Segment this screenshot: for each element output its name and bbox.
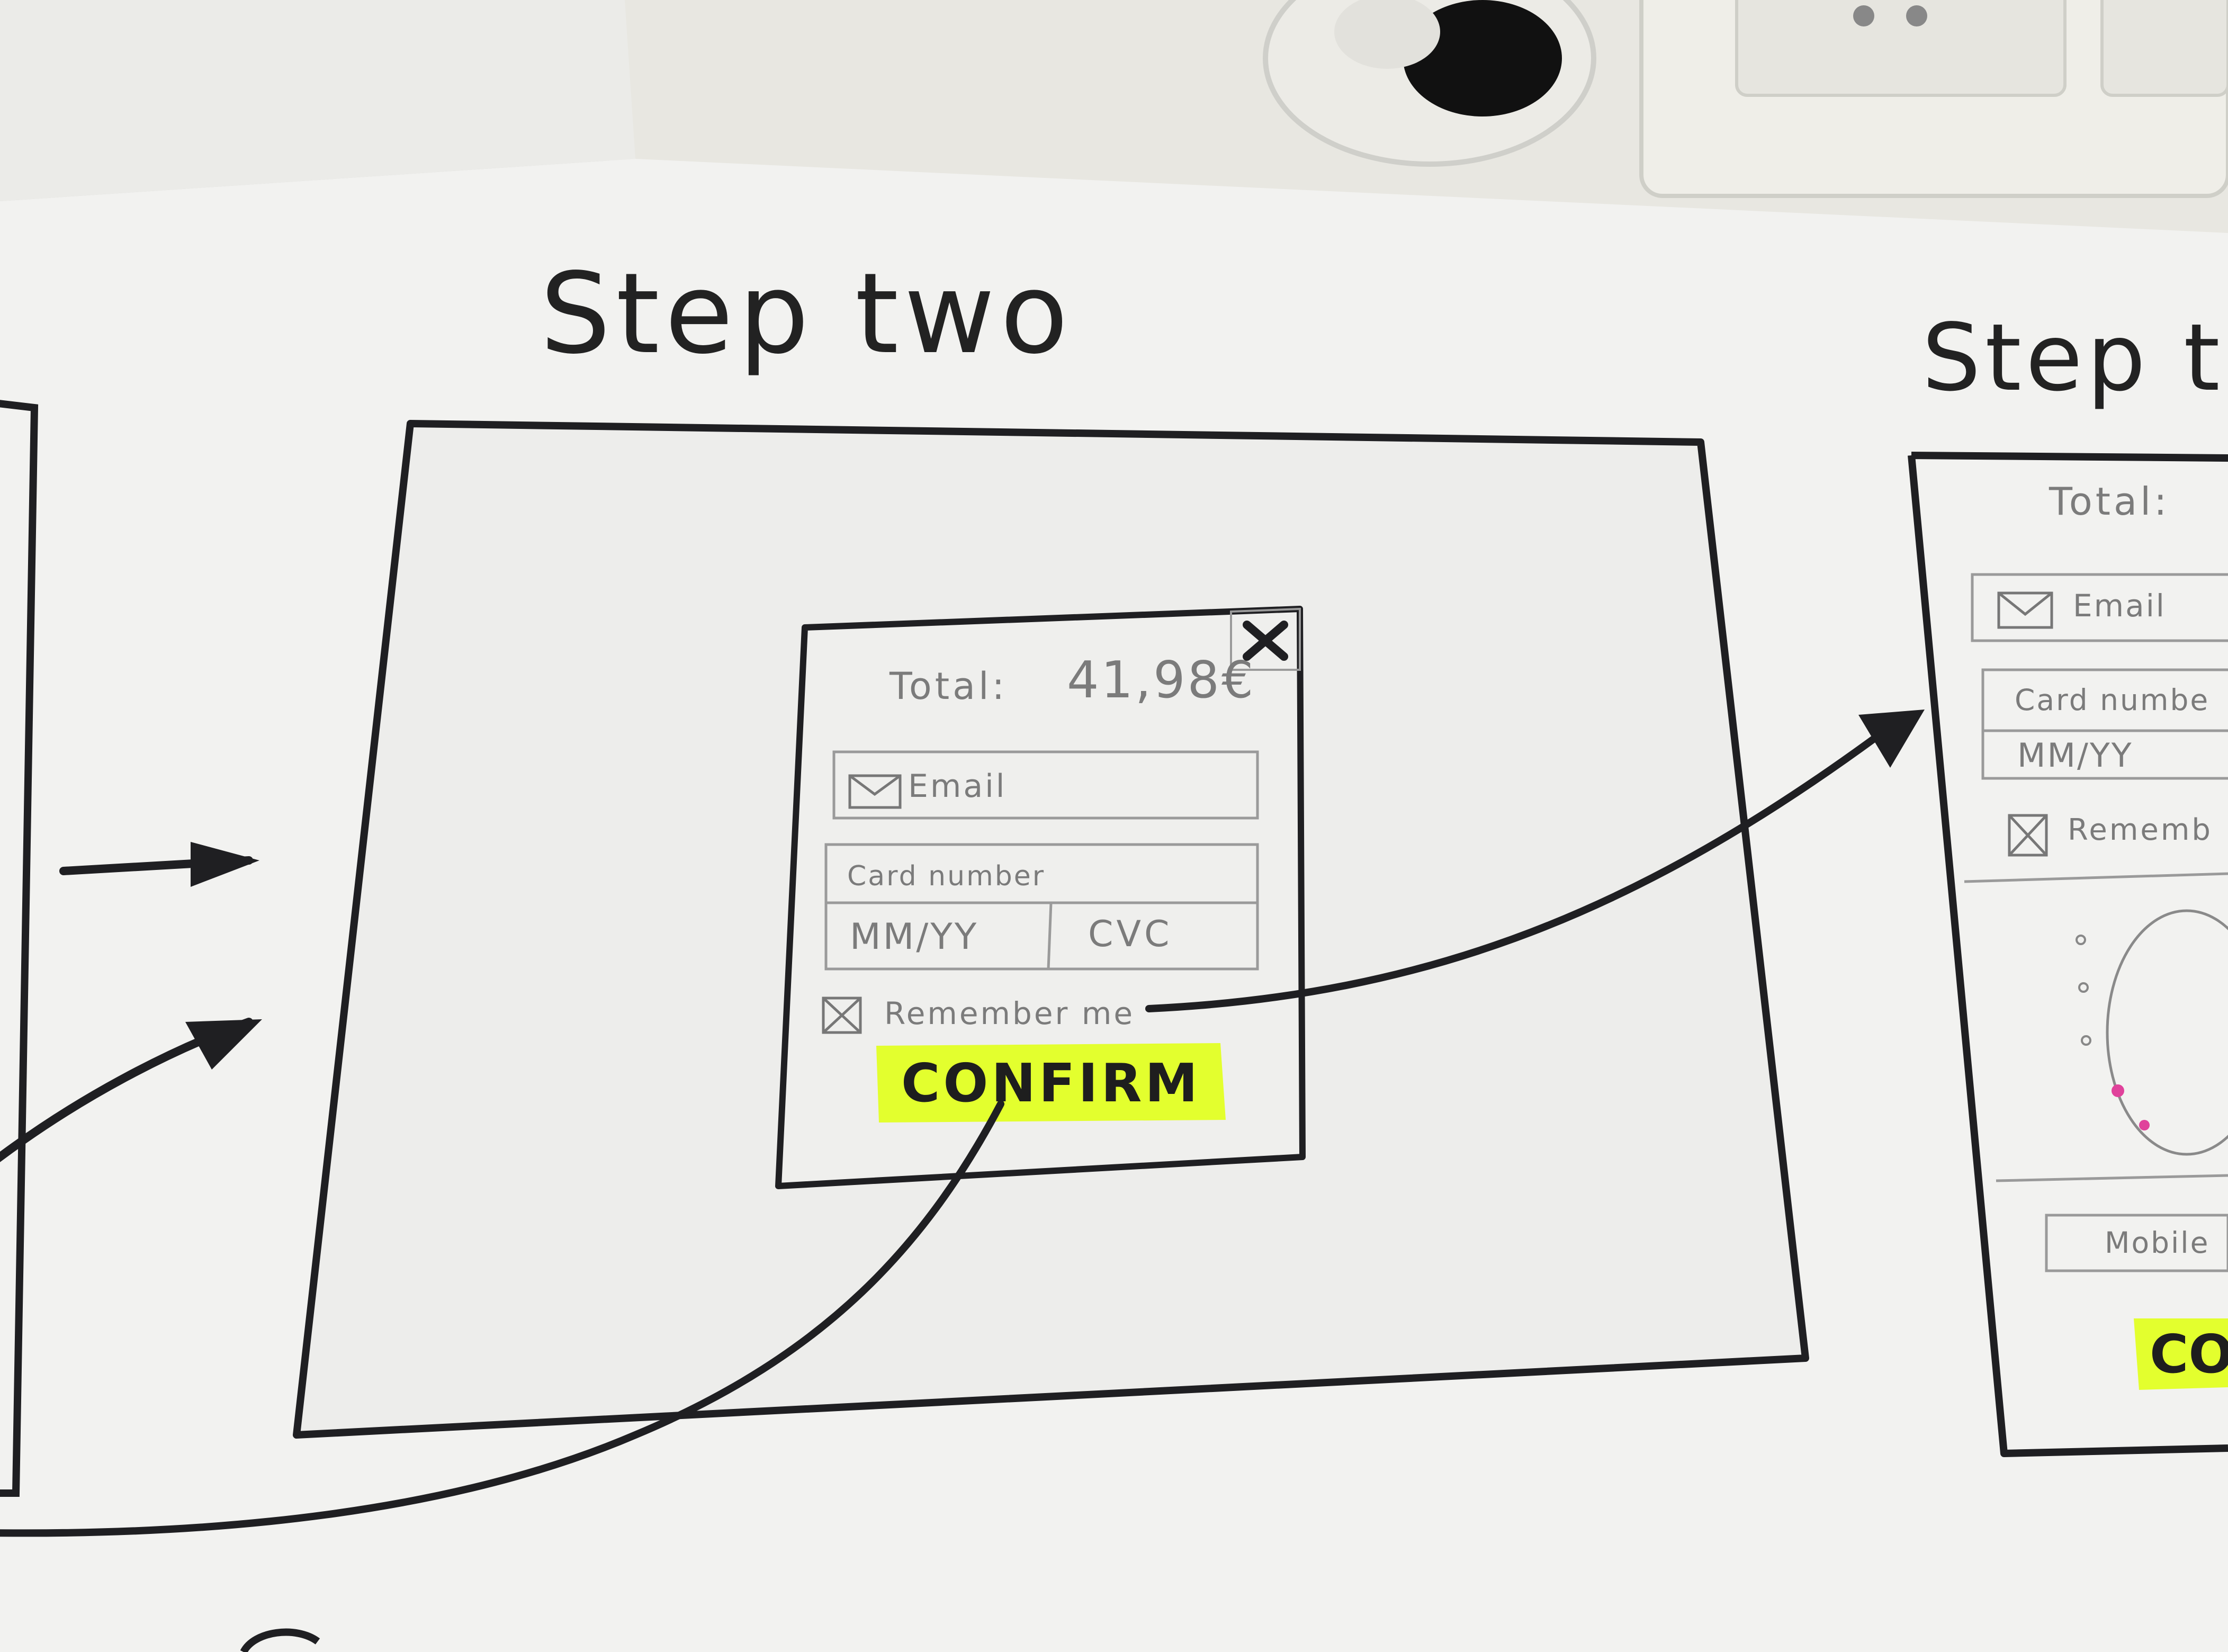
step-one-frame-edge bbox=[0, 400, 39, 1497]
arrow-head-step-three bbox=[1858, 710, 1925, 768]
step-three-frame bbox=[1908, 452, 2228, 1457]
cvc-field[interactable]: CVC bbox=[1088, 913, 1173, 955]
step-three-mobile-field[interactable]: Mobile bbox=[2105, 1226, 2210, 1260]
step-three-title: Step t bbox=[1922, 304, 2224, 412]
paper-sheet-behind bbox=[0, 0, 635, 201]
step-three-expiry-field[interactable]: MM/YY bbox=[2017, 736, 2133, 775]
expiry-field[interactable]: MM/YY bbox=[850, 916, 979, 958]
step-three-remember-label[interactable]: Rememb bbox=[2068, 813, 2213, 847]
step-two-title: Step two bbox=[540, 249, 1074, 379]
step-three-confirm-button[interactable]: CO bbox=[2150, 1323, 2228, 1385]
arrow-from-confirm bbox=[0, 1100, 1004, 1537]
wall-socket bbox=[1639, 0, 2228, 198]
total-value: 41,98€ bbox=[1067, 651, 1256, 710]
step-four-heading-fragment bbox=[240, 1628, 320, 1652]
step-three-email-field[interactable]: Email bbox=[2073, 588, 2166, 624]
confirm-button[interactable]: CONFIRM bbox=[901, 1052, 1201, 1114]
arrow-head-bottom bbox=[185, 1019, 262, 1070]
close-icon bbox=[1243, 621, 1288, 661]
arrow-head-top bbox=[191, 842, 259, 887]
payment-modal-sketch bbox=[775, 606, 1306, 1189]
email-field[interactable]: Email bbox=[908, 768, 1007, 805]
total-label: Total: bbox=[890, 665, 1008, 708]
step-three-contents bbox=[1964, 573, 2228, 1390]
card-number-field[interactable]: Card number bbox=[847, 860, 1046, 892]
cable-grommet bbox=[1263, 0, 1596, 167]
step-three-total-label: Total: bbox=[2049, 479, 2170, 524]
email-icon bbox=[848, 774, 902, 809]
remember-checkbox bbox=[822, 996, 862, 1034]
arrow-remember-to-step-three bbox=[1145, 727, 1889, 1012]
close-button[interactable]: ✕ bbox=[1231, 612, 1300, 670]
step-three-card-number-field[interactable]: Card numbe bbox=[2015, 683, 2210, 717]
confirm-highlight bbox=[876, 1043, 1226, 1123]
remember-me-label[interactable]: Remember me bbox=[884, 995, 1135, 1031]
